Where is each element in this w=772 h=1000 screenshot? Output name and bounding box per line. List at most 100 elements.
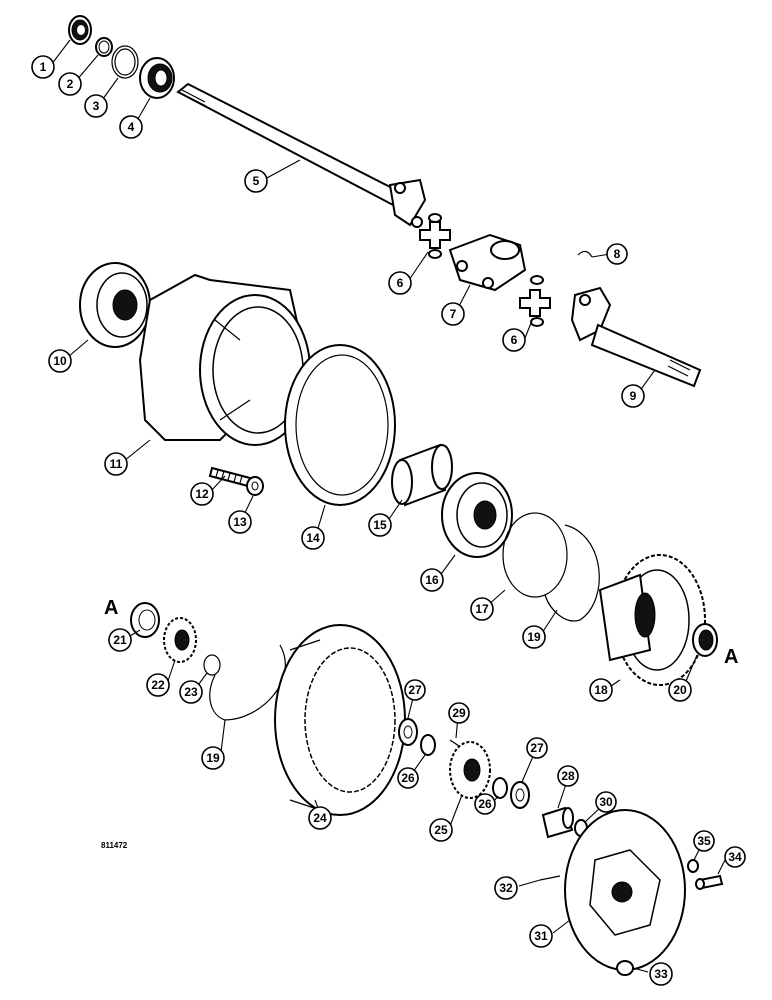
callout-11: 11 (104, 452, 128, 476)
callout-label: 15 (373, 518, 387, 532)
callout-23: 23 (179, 680, 203, 704)
callout-label: 18 (594, 683, 608, 697)
callout-35: 35 (693, 830, 715, 852)
ref-letter-a-right: A (724, 646, 738, 668)
part-1-seal (68, 15, 92, 45)
callout-label: 11 (110, 457, 123, 471)
callout-27-lower: 27 (526, 737, 548, 759)
part-4-bearing (139, 57, 175, 99)
callout-18: 18 (589, 678, 613, 702)
callout-15: 15 (368, 513, 392, 537)
part-14-gasket (284, 344, 396, 506)
callout-label: 34 (728, 850, 742, 864)
part-21-nut (130, 602, 160, 638)
part-34-bolt (695, 874, 724, 890)
callout-label: 27 (408, 683, 422, 697)
callout-13: 13 (228, 510, 252, 534)
callout-20: 20 (668, 678, 692, 702)
callout-3: 3 (84, 94, 108, 118)
callout-29: 29 (448, 702, 470, 724)
part-25-gear (449, 741, 491, 799)
callout-32: 32 (494, 876, 518, 900)
callout-label: 26 (478, 797, 492, 811)
part-27-washer-lower (510, 781, 530, 809)
part-24-ring-gear (274, 624, 406, 816)
callout-label: 33 (654, 967, 668, 981)
callout-label: 2 (67, 77, 74, 91)
callout-label: 19 (527, 630, 541, 644)
part-23-ring (203, 654, 221, 676)
callout-27-upper: 27 (404, 679, 426, 701)
callout-label: 24 (313, 811, 327, 825)
callout-label: 10 (53, 354, 67, 368)
callout-6-lower: 6 (502, 328, 526, 352)
part-15-sleeve (391, 443, 453, 507)
part-26-washer-lower (492, 777, 508, 799)
part-9-stub-shaft (570, 286, 702, 388)
part-19-ring-lower (209, 644, 286, 721)
callout-25: 25 (429, 818, 453, 842)
part-33-plug (616, 960, 634, 976)
part-35-washer (687, 859, 699, 873)
callout-30: 30 (595, 791, 617, 813)
callout-label: 8 (614, 247, 621, 261)
callout-label: 20 (673, 683, 687, 697)
callout-label: 25 (434, 823, 448, 837)
callout-28: 28 (557, 765, 579, 787)
part-27-washer-upper (398, 718, 418, 746)
callout-label: 19 (206, 751, 220, 765)
part-17-snap-ring (502, 512, 568, 598)
part-19-ring-upper (544, 524, 600, 622)
callout-label: 35 (697, 834, 711, 848)
part-3-ring (111, 45, 139, 79)
callout-22: 22 (146, 673, 170, 697)
part-5-axle-shaft (176, 82, 427, 228)
part-20-seal (692, 623, 718, 657)
callout-19-upper: 19 (522, 625, 546, 649)
callout-label: 12 (195, 487, 209, 501)
part-22-gear (163, 617, 197, 663)
callout-label: 30 (599, 795, 613, 809)
part-13-nut (246, 476, 264, 496)
callout-4: 4 (119, 115, 143, 139)
callout-14: 14 (301, 526, 325, 550)
callout-34: 34 (724, 846, 746, 868)
callout-label: 31 (534, 929, 548, 943)
callout-label: 32 (499, 881, 513, 895)
part-11-hub (138, 273, 312, 446)
callout-2: 2 (58, 72, 82, 96)
callout-17: 17 (470, 597, 494, 621)
part-7-center-yoke (448, 233, 527, 292)
part-8-clip (577, 250, 593, 258)
callout-8: 8 (606, 243, 628, 265)
part-26-washer-upper (420, 734, 436, 756)
callout-9: 9 (621, 384, 645, 408)
callout-label: 3 (93, 99, 100, 113)
callout-label: 28 (561, 769, 575, 783)
ref-letter-a-left: A (104, 597, 118, 619)
part-6-cross-upper (419, 213, 451, 259)
callout-label: 4 (128, 120, 135, 134)
callout-12: 12 (190, 482, 214, 506)
part-6-cross-lower (519, 275, 551, 327)
callout-33: 33 (649, 962, 673, 986)
leader-lines (50, 39, 726, 973)
callout-label: 7 (450, 307, 457, 321)
part-2-snap-ring (95, 37, 113, 57)
callout-label: 14 (306, 531, 320, 545)
callout-label: 26 (401, 771, 415, 785)
callout-label: 6 (511, 333, 518, 347)
callout-7: 7 (441, 302, 465, 326)
callout-24: 24 (308, 806, 332, 830)
callout-26-upper: 26 (397, 767, 419, 789)
callout-label: 22 (151, 678, 165, 692)
callout-label: 29 (452, 706, 466, 720)
callout-label: 21 (113, 633, 127, 647)
part-16-bearing (441, 472, 513, 558)
part-10-bearing (79, 262, 151, 348)
callout-19-lower: 19 (201, 746, 225, 770)
callout-label: 27 (530, 741, 544, 755)
callout-10: 10 (48, 349, 72, 373)
part-12-stud (208, 466, 252, 488)
